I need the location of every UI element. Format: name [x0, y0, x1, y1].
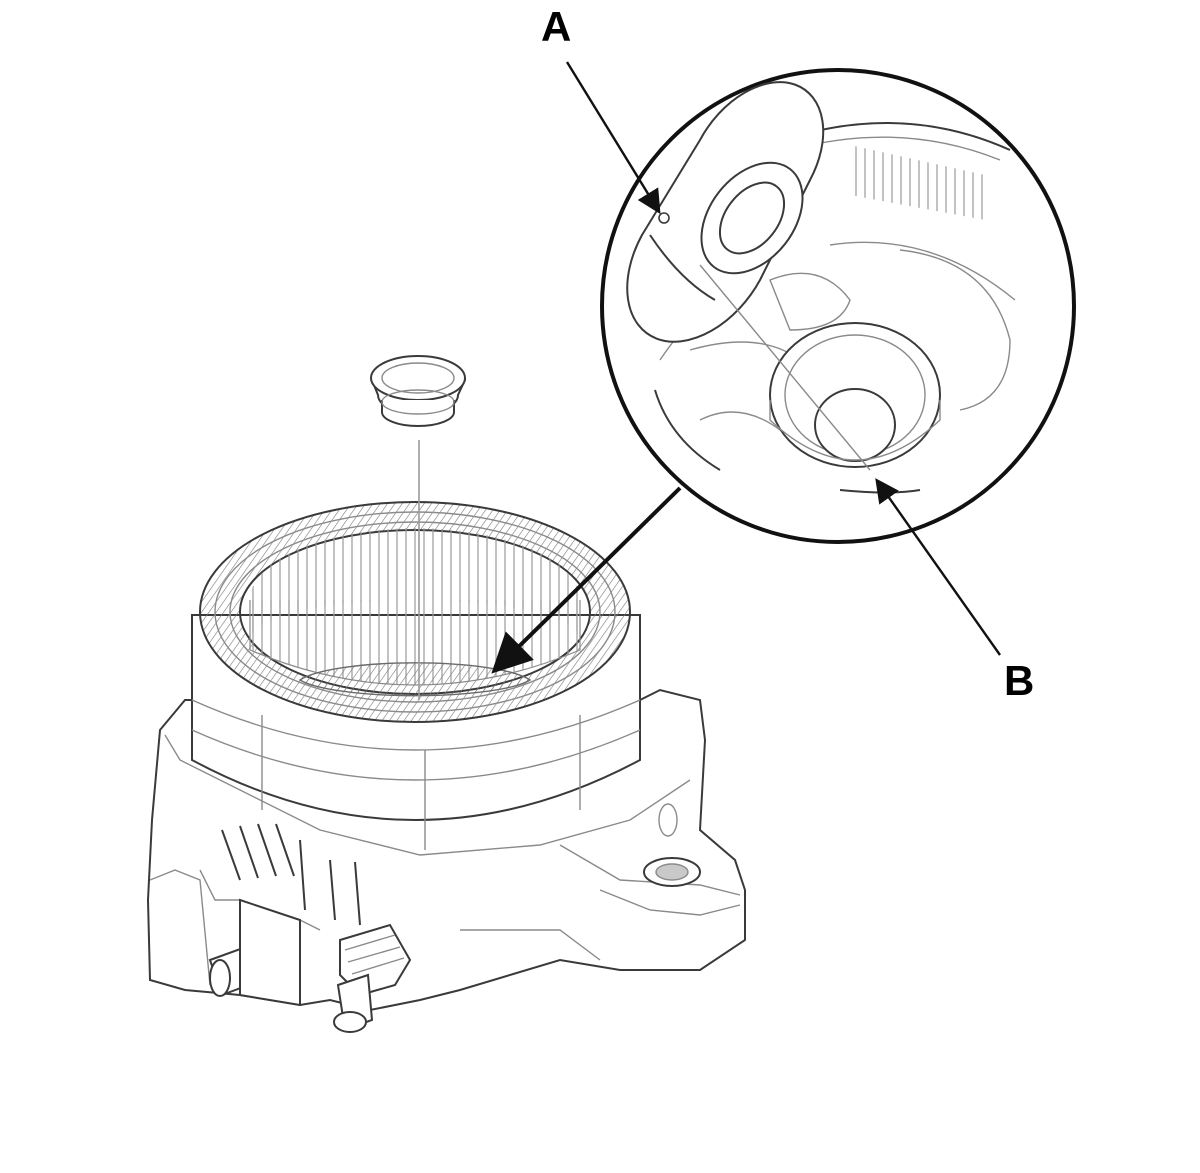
detail-bore: [769, 322, 941, 468]
detail-leader-arrow: [491, 486, 682, 674]
callout-label-b: B: [1004, 657, 1035, 704]
detail-magnifier: [600, 68, 1076, 544]
inlet-port: [208, 898, 301, 1007]
callout-a-leader: [565, 61, 661, 215]
bleeder-fitting: [333, 923, 412, 1033]
bushing-exploded: [370, 355, 467, 427]
detail-bushing: [626, 81, 825, 343]
callout-label-a: A: [541, 3, 572, 50]
callout-b-leader: [875, 478, 1001, 656]
